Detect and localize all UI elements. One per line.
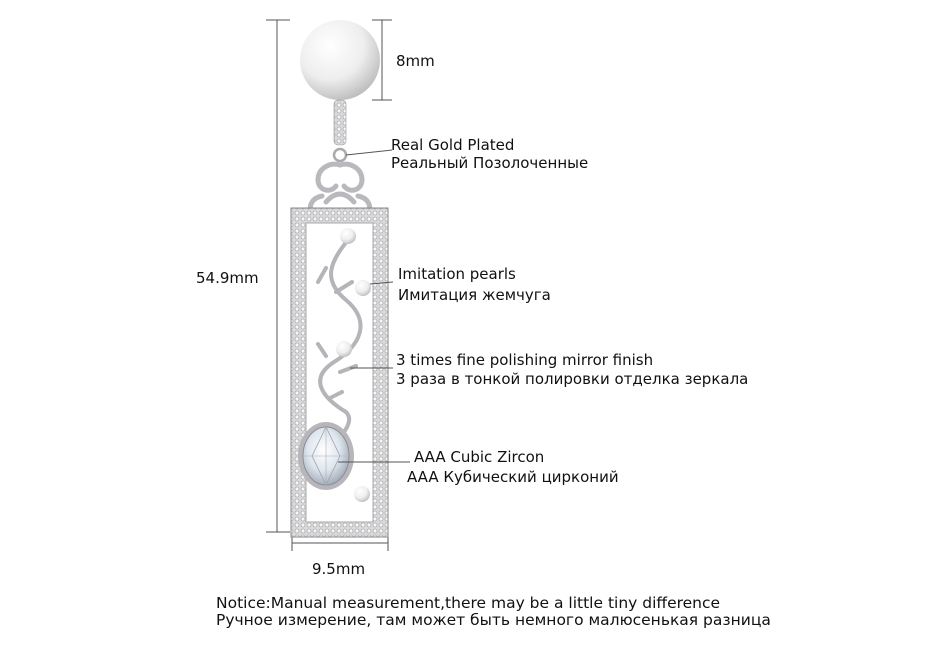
callout-leaders — [338, 149, 410, 463]
pearl-dimension-line — [372, 19, 392, 101]
callout-zircon-ru: AAA Кубический цирконий — [407, 468, 619, 486]
pearl-size-label: 8mm — [396, 52, 435, 70]
scroll-crown — [307, 161, 373, 215]
length-label: 54.9mm — [196, 269, 259, 287]
small-pearls — [336, 228, 371, 502]
callout-gold-ru: Реальный Позолоченные — [391, 154, 589, 172]
notice-ru: Ручное измерение, там может быть немного… — [216, 611, 771, 629]
callout-gold-en: Real Gold Plated — [391, 136, 515, 154]
zircon-stone — [298, 422, 354, 490]
callout-zircon-en: AAA Cubic Zircon — [414, 448, 545, 466]
width-label: 9.5mm — [312, 560, 366, 578]
callout-pearls-ru: Имитация жемчуга — [398, 286, 551, 304]
callout-polish-en: 3 times fine polishing mirror finish — [396, 351, 654, 369]
bail-ring — [332, 147, 348, 163]
notice-en: Notice:Manual measurement,there may be a… — [216, 594, 721, 612]
length-dimension-line — [266, 19, 290, 533]
callout-pearls-en: Imitation pearls — [398, 265, 516, 283]
callout-polish-ru: 3 раза в тонкой полировки отделка зеркал… — [396, 370, 749, 388]
vine-branch — [316, 238, 363, 454]
width-dimension-line — [291, 536, 389, 551]
pave-stem — [333, 99, 347, 146]
top-pearl — [300, 20, 380, 100]
